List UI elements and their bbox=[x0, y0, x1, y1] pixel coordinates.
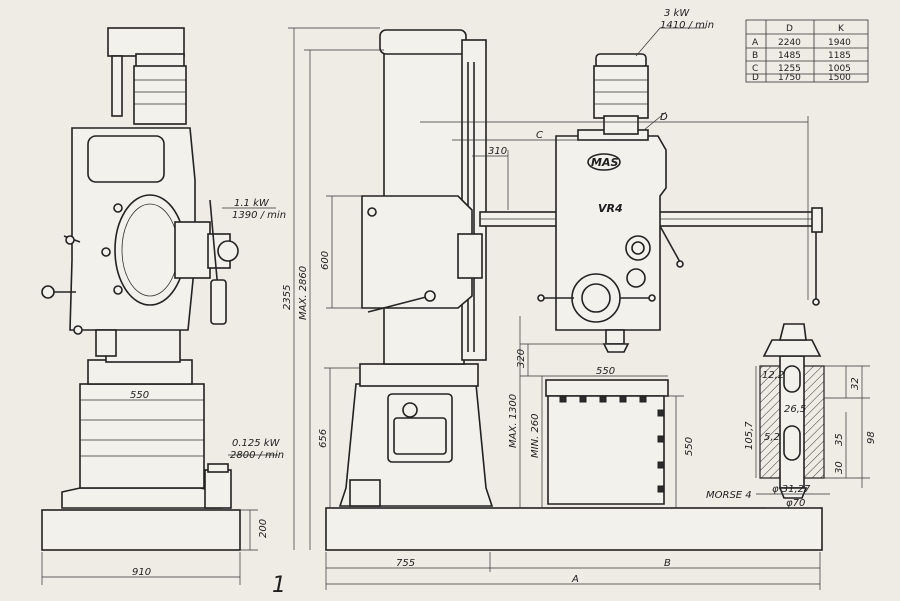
morse-taper-label: MORSE 4 bbox=[706, 490, 752, 501]
main-motor-speed: 1410 / min bbox=[660, 20, 714, 31]
dim-12-2: 12,2 bbox=[762, 370, 784, 381]
dim-a: A bbox=[571, 574, 579, 585]
side-pump bbox=[204, 469, 232, 509]
dim-98: 98 bbox=[866, 431, 877, 444]
dim-550-side: 550 bbox=[130, 390, 149, 401]
table-header-d: D bbox=[786, 24, 793, 34]
side-column-housing bbox=[79, 383, 205, 489]
table-row-d-d: 1750 bbox=[778, 73, 801, 83]
front-dimensions bbox=[288, 27, 821, 590]
side-head-window bbox=[87, 135, 165, 183]
table-row-c-k: 1005 bbox=[828, 64, 851, 74]
table-row-b-k: 1185 bbox=[828, 51, 851, 61]
dim-max-1300: MAX. 1300 bbox=[508, 394, 519, 448]
table-row-d-k: 1500 bbox=[828, 73, 851, 83]
dim-200: 200 bbox=[258, 519, 269, 538]
dim-320: 320 bbox=[516, 349, 527, 368]
side-top-cover bbox=[107, 27, 185, 57]
model-name: VR4 bbox=[598, 202, 623, 215]
figure-number: 1 bbox=[272, 573, 286, 598]
front-logo-badge bbox=[587, 153, 621, 171]
dim-656: 656 bbox=[318, 429, 329, 448]
front-view bbox=[325, 29, 823, 551]
dim-d: D bbox=[660, 112, 668, 123]
feed-motor-speed: 1390 / min bbox=[232, 210, 286, 221]
dim-30: 30 bbox=[834, 461, 845, 474]
side-view bbox=[41, 27, 241, 551]
spindle-section bbox=[755, 323, 870, 509]
dim-b: B bbox=[664, 558, 671, 569]
side-feed-lever-knob bbox=[210, 279, 227, 325]
side-dimensions bbox=[41, 207, 278, 585]
pump-motor-power: 0.125 kW bbox=[232, 438, 281, 449]
main-motor-power: 3 kW bbox=[664, 8, 690, 19]
table-row-a-d: 2240 bbox=[778, 38, 801, 48]
table-row-b-label: B bbox=[752, 51, 758, 61]
pump-motor-speed: 2800 / min bbox=[230, 450, 284, 461]
dim-550-table-height: 550 bbox=[684, 437, 695, 456]
dim-105-7: 105,7 bbox=[744, 421, 755, 450]
dim-max-2860: MAX. 2860 bbox=[298, 266, 309, 320]
table-header-k: K bbox=[838, 24, 845, 34]
side-main-motor bbox=[133, 65, 187, 125]
side-handwheel-knob bbox=[41, 285, 55, 299]
dim-70: φ70 bbox=[786, 498, 805, 509]
table-row-b-d: 1485 bbox=[778, 51, 801, 61]
front-column-cap bbox=[379, 29, 467, 55]
table-top bbox=[545, 379, 669, 397]
dim-c: C bbox=[536, 130, 543, 141]
dim-600: 600 bbox=[320, 251, 331, 270]
dimension-table bbox=[745, 19, 869, 83]
table-row-a-k: 1940 bbox=[828, 38, 851, 48]
side-foundation bbox=[41, 509, 241, 551]
dim-910: 910 bbox=[132, 567, 151, 578]
table-row-a-label: A bbox=[752, 38, 759, 48]
dim-550-table: 550 bbox=[596, 366, 615, 377]
dim-31-27: φ 31,27 bbox=[772, 484, 811, 495]
dim-26-5: 26,5 bbox=[784, 404, 806, 415]
feed-motor-power: 1.1 kW bbox=[234, 198, 270, 209]
front-arm-sleeve bbox=[361, 195, 473, 309]
dim-32: 32 bbox=[850, 377, 861, 390]
table-row-d-label: D bbox=[752, 73, 759, 83]
dim-min-260: MIN. 260 bbox=[530, 413, 541, 458]
dim-2355: 2355 bbox=[282, 285, 293, 310]
front-foundation bbox=[325, 507, 823, 551]
brand-logo: MAS bbox=[591, 156, 618, 169]
table-row-c-label: C bbox=[752, 64, 758, 74]
side-base bbox=[61, 487, 223, 509]
dim-5-2: 5,2 bbox=[764, 432, 780, 443]
work-table bbox=[545, 379, 669, 505]
dim-755: 755 bbox=[396, 558, 415, 569]
dim-35: 35 bbox=[834, 433, 845, 446]
dim-310: 310 bbox=[488, 146, 507, 157]
table-row-c-d: 1255 bbox=[778, 64, 801, 74]
